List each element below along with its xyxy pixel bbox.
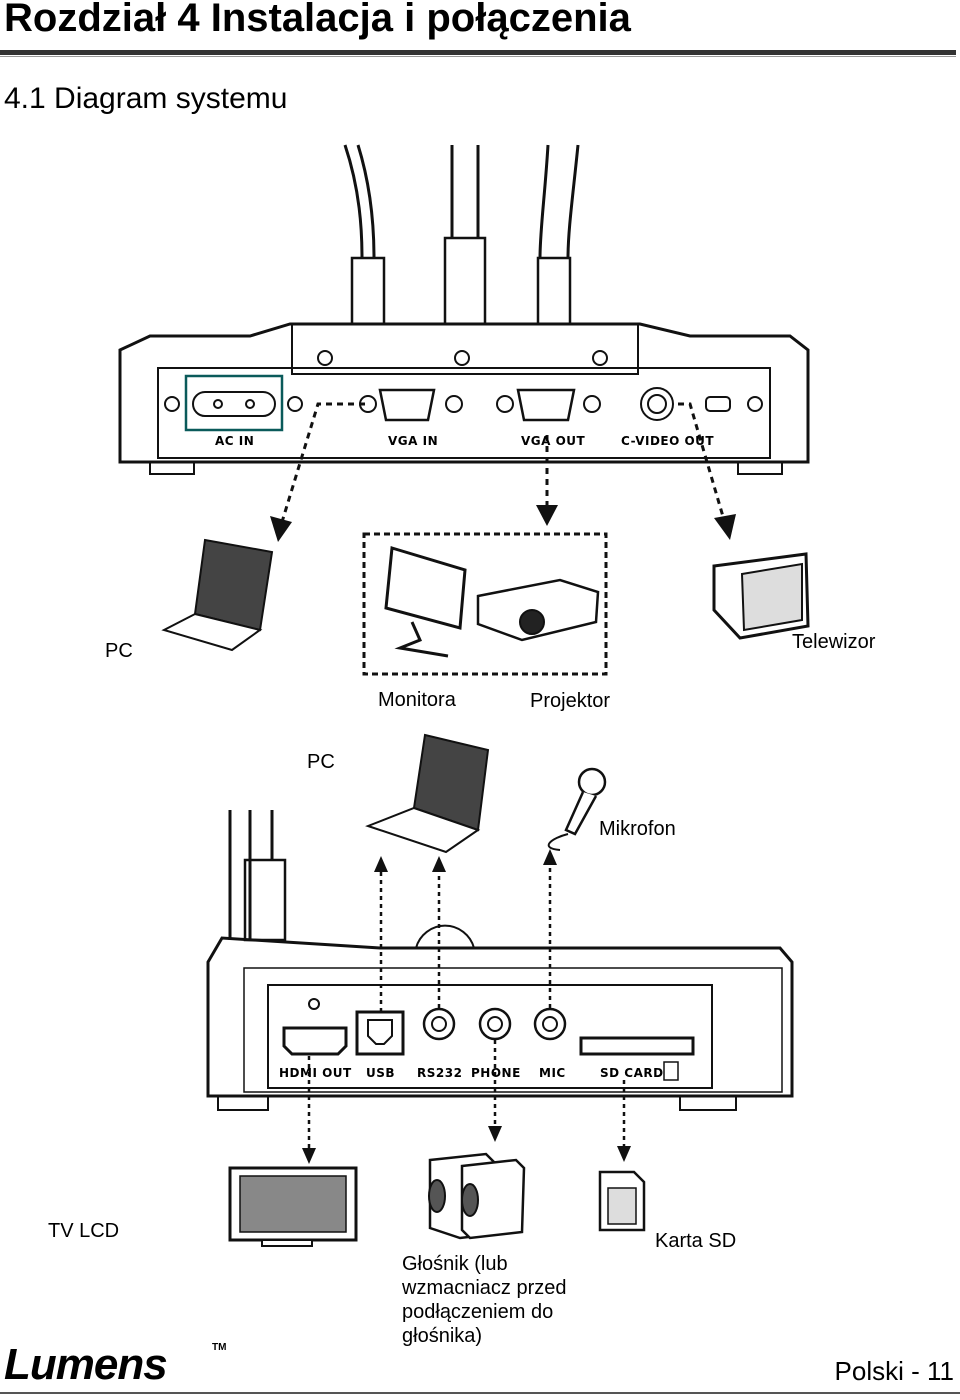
page-number: Polski - 11: [834, 1356, 954, 1386]
connection-arrows-top: [280, 402, 726, 523]
lumens-logo: Lumens: [4, 1340, 168, 1389]
port-label-phone: PHONE: [471, 1066, 521, 1080]
port-label-rs232: RS232: [417, 1066, 463, 1080]
trademark-mark: TM: [212, 1342, 227, 1353]
footer-rule: [0, 1392, 960, 1394]
label-tv: Telewizor: [792, 631, 876, 653]
arrow-heads-top: [270, 505, 736, 542]
monitor-icon: [384, 546, 467, 658]
camera-back-panel: [118, 322, 810, 475]
chapter-title: Rozdział 4 Instalacja i połączenia: [4, 0, 631, 40]
camera-side-panel: [206, 936, 794, 1111]
port-label-mic: MIC: [539, 1066, 566, 1080]
label-pc-top: PC: [105, 640, 133, 662]
sd-card-icon: [598, 1170, 646, 1232]
connection-arrows-bottom: [307, 865, 626, 1150]
header-rule-thin: [0, 56, 956, 57]
header-rule: [0, 50, 956, 55]
tv-lcd-icon: [228, 1166, 358, 1247]
port-label-vga-in: VGA IN: [388, 434, 439, 448]
laptop-icon-mid: [365, 733, 490, 854]
port-label-sd-card: SD CARD: [600, 1066, 664, 1080]
port-label-vga-out: VGA OUT: [521, 434, 586, 448]
port-label-ac-in: AC IN: [215, 434, 255, 448]
camera-arms-top: [343, 144, 580, 326]
microphone-icon: [547, 767, 607, 851]
section-title: 4.1 Diagram systemu: [4, 82, 288, 115]
label-microphone: Mikrofon: [599, 818, 676, 840]
display-group-box: [362, 532, 608, 676]
port-label-c-video-out: C-VIDEO OUT: [621, 434, 715, 448]
port-label-hdmi-out: HDMI OUT: [279, 1066, 352, 1080]
laptop-icon: [161, 538, 274, 652]
label-sd-card: Karta SD: [655, 1230, 737, 1252]
label-tv-lcd: TV LCD: [48, 1220, 120, 1242]
label-monitor: Monitora: [378, 689, 456, 711]
label-pc-mid: PC: [307, 751, 335, 773]
tv-icon: [712, 552, 810, 640]
arrow-heads-bottom: [302, 849, 631, 1164]
speaker-icon: [428, 1152, 526, 1240]
label-projector: Projektor: [530, 690, 611, 712]
label-speaker: Głośnik (lub wzmacniacz przed podłączeni…: [402, 1253, 567, 1347]
port-label-usb: USB: [366, 1066, 396, 1080]
projector-icon: [476, 578, 600, 642]
